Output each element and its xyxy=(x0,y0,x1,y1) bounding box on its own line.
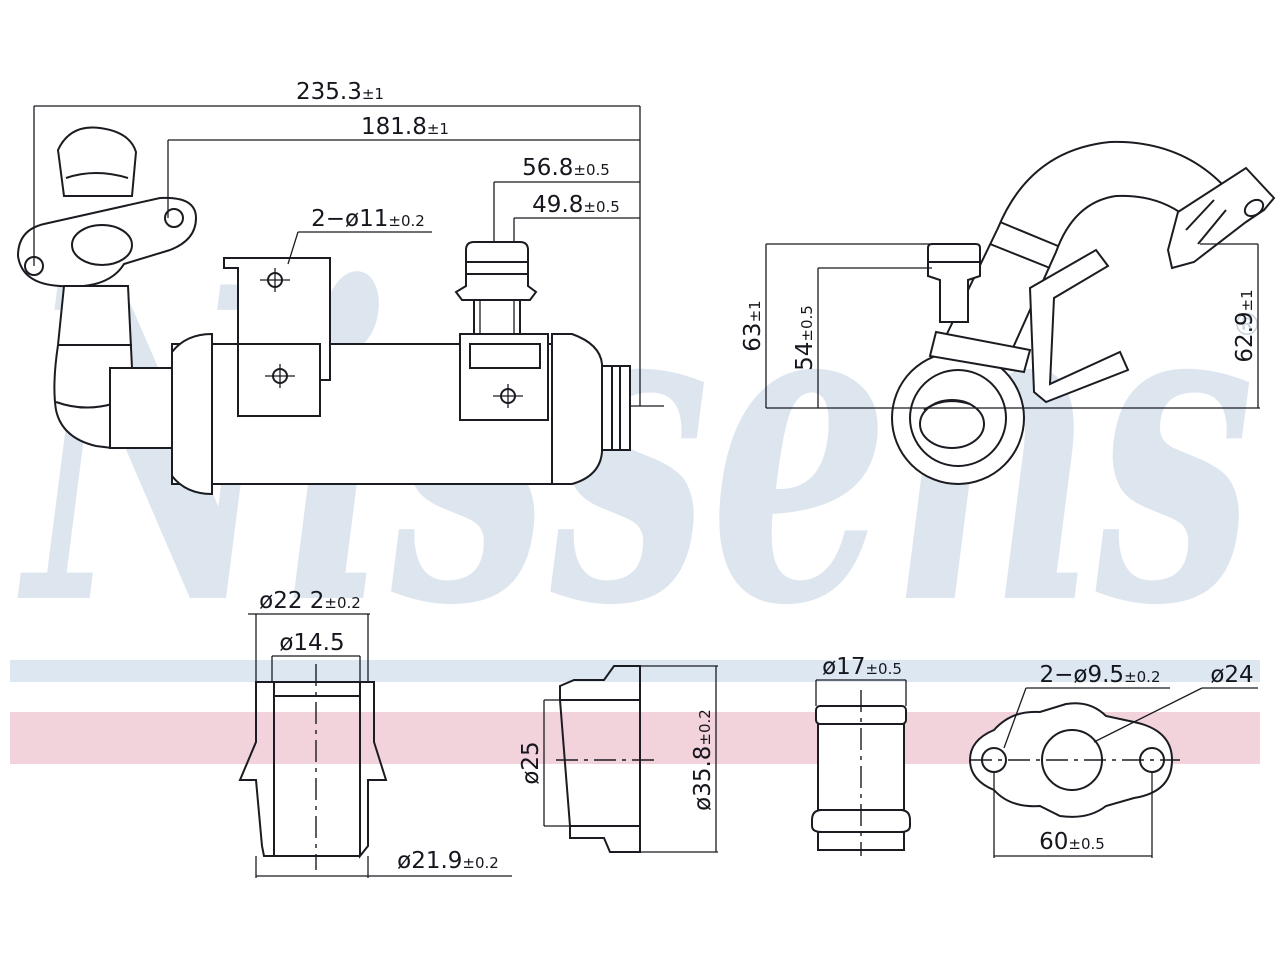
cooler-left-cap xyxy=(171,332,213,496)
nozzle-wall-bottom xyxy=(569,825,641,853)
side-body-outer xyxy=(891,351,1025,485)
dim-flange-spacing: 60±0.5 xyxy=(1039,829,1105,855)
side-clamp xyxy=(928,330,1032,374)
dim-side-54: 54±0.5 xyxy=(792,305,818,371)
dim-side-63: 63±1 xyxy=(740,300,766,351)
side-bracket-tab xyxy=(1028,248,1130,404)
watermark-stripe-blue xyxy=(10,660,1260,682)
dim-pipe-outer: ø22 2±0.2 xyxy=(259,588,361,614)
cooler-right-cap xyxy=(551,333,603,485)
stub-view: ø17±0.5 xyxy=(811,654,911,856)
pipe-wall-left xyxy=(238,681,275,857)
flange-plate xyxy=(968,702,1174,818)
pipe-ring-2 xyxy=(989,243,1051,269)
dim-nozzle-inner: ø25 xyxy=(518,741,544,784)
pipe-wall-right xyxy=(359,681,388,859)
dim-nozzle-outer: ø35.8±0.2 xyxy=(690,709,716,811)
side-end-flange xyxy=(1166,166,1276,270)
outlet-pipe xyxy=(454,241,538,335)
dim-pipe-inner: ø14.5 xyxy=(279,630,344,656)
side-nozzle xyxy=(927,243,981,323)
dim-flange-bore: ø24 xyxy=(1210,662,1253,688)
flange-hole-right xyxy=(164,208,184,228)
dim-outlet-offset-b: 49.8±0.5 xyxy=(532,192,620,218)
dim-flange-holes: 2−ø9.5±0.2 xyxy=(1040,662,1161,688)
side-body-port xyxy=(919,399,985,449)
flange-view: 2−ø9.5±0.2 ø24 60±0.5 xyxy=(968,662,1258,858)
bracket-right xyxy=(459,333,549,421)
nozzle-section-view: ø25 ø35.8±0.2 xyxy=(518,665,718,853)
inlet-pipe-band-2 xyxy=(55,401,113,409)
dim-bracket-holes: 2−ø11±0.2 xyxy=(311,206,425,232)
nozzle-wall-top xyxy=(559,665,641,701)
dim-hole-to-end: 181.8±1 xyxy=(361,114,449,140)
bracket-left-foot xyxy=(237,343,321,417)
inlet-pipe-bend xyxy=(56,126,138,197)
side-view: 63±1 54±0.5 62.9±1 xyxy=(740,140,1276,485)
dim-outlet-offset-a: 56.8±0.5 xyxy=(522,155,610,181)
flange-bore xyxy=(71,224,133,266)
pipe-ring-1 xyxy=(999,221,1059,247)
pipe-section-view: ø22 2±0.2 ø14.5 ø21.9±0.2 xyxy=(238,588,512,878)
inlet-pipe-ring xyxy=(65,172,129,179)
side-curved-pipe xyxy=(942,140,1224,352)
dim-overall-length: 235.3±1 xyxy=(296,79,384,105)
main-cooler-view: 235.3±1 181.8±1 56.8±0.5 49.8±0.5 2−ø11±… xyxy=(16,79,664,496)
dim-stub-dia: ø17±0.5 xyxy=(822,654,902,680)
inlet-flange xyxy=(16,196,198,288)
registered-mark: ® xyxy=(1232,308,1262,343)
dim-pipe-base: ø21.9±0.2 xyxy=(397,848,499,874)
side-body-inner xyxy=(909,369,1007,467)
outlet-stub xyxy=(601,365,631,451)
dim-side-629: 62.9±1 xyxy=(1232,289,1258,362)
